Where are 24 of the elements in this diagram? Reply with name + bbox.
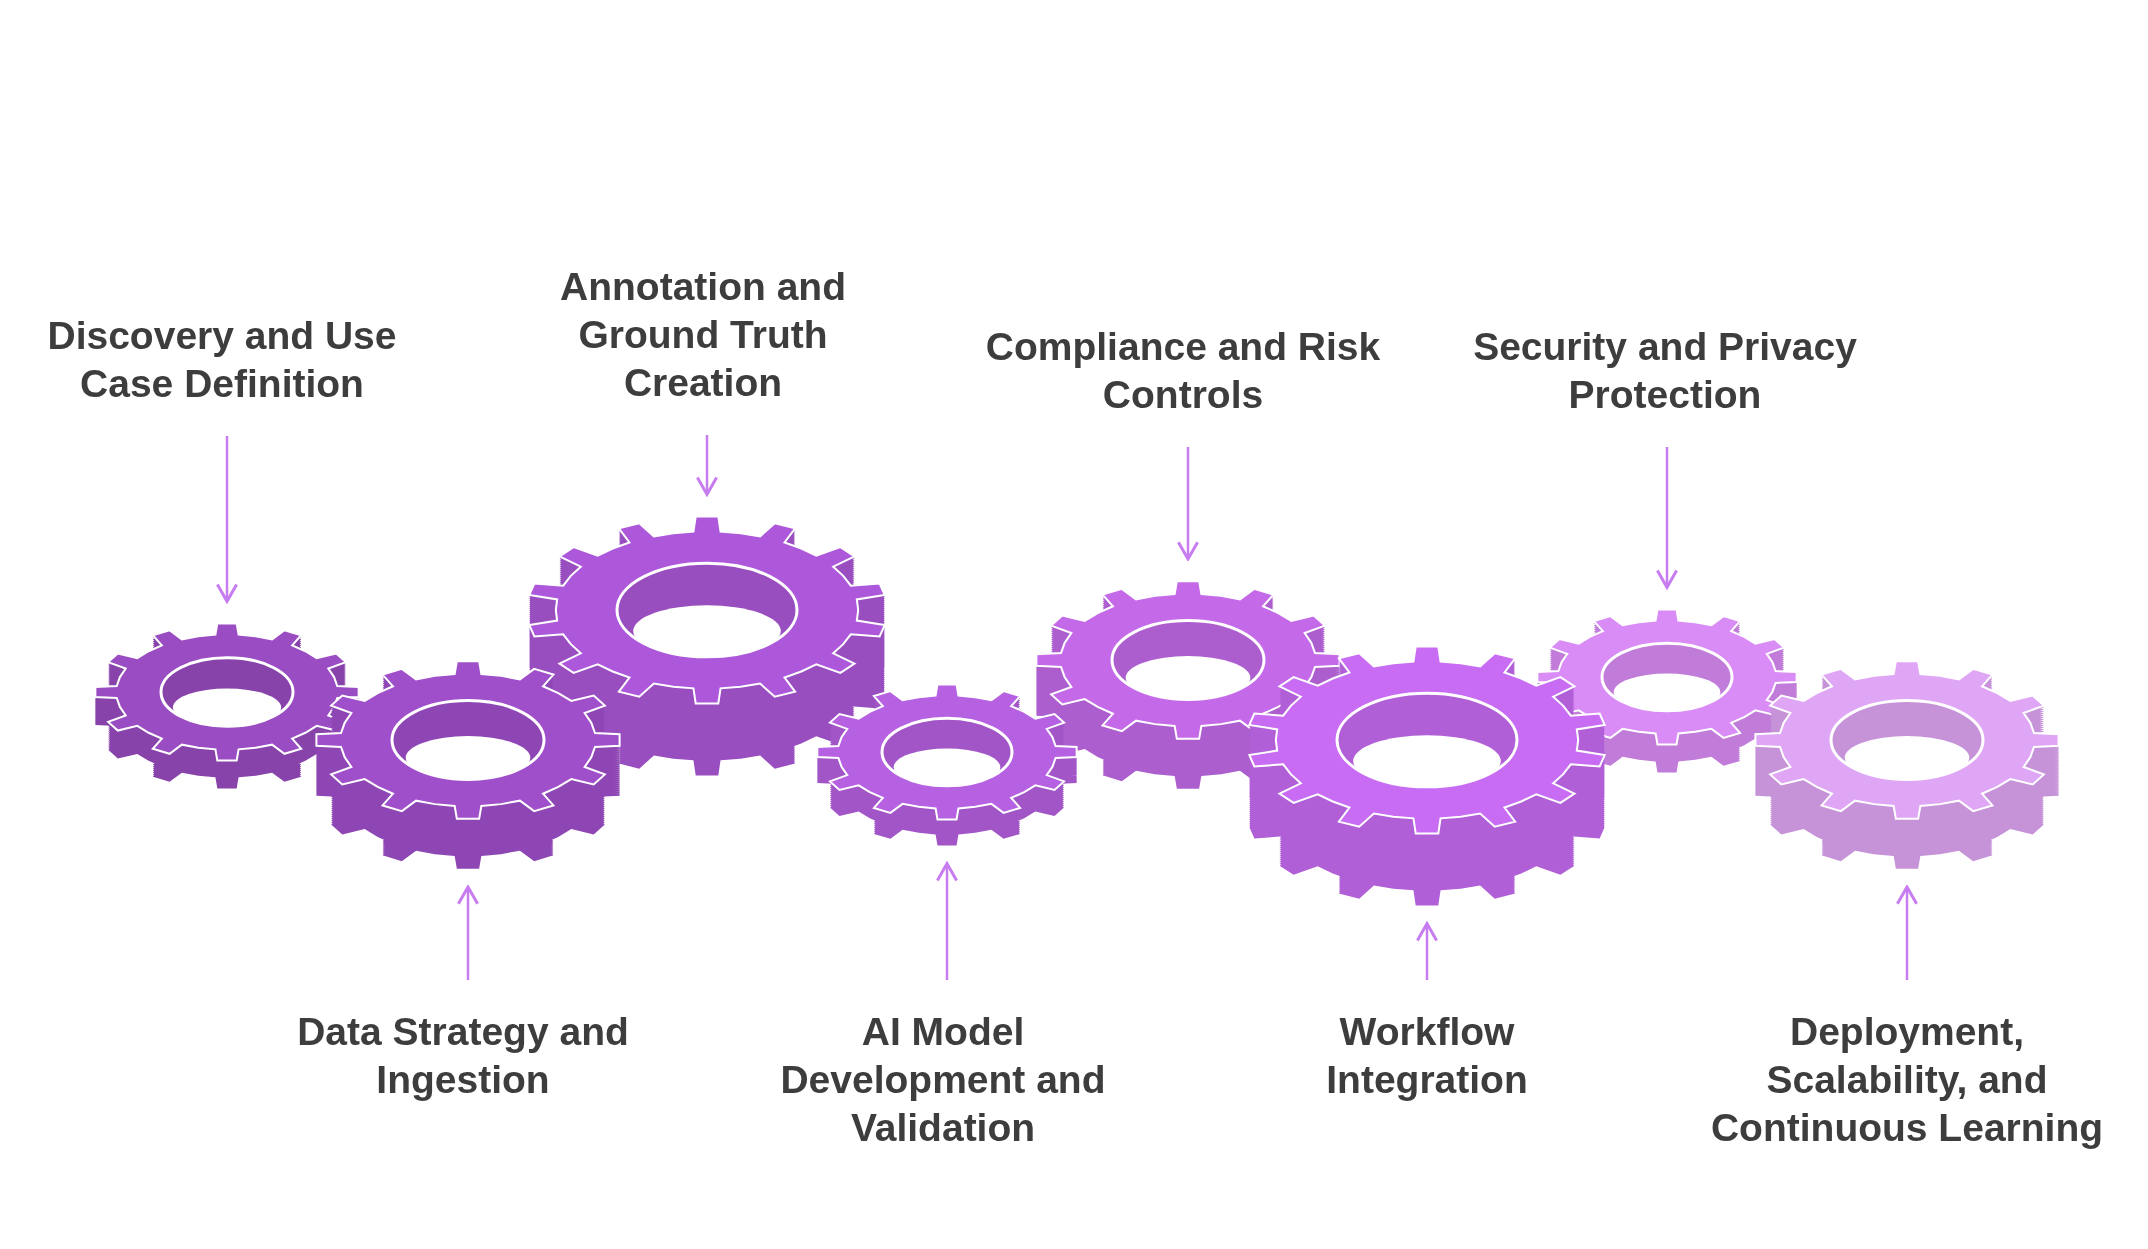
arrow bbox=[1176, 447, 1200, 561]
step-label: AI Model Development and Validation bbox=[773, 1008, 1113, 1152]
step-label: Workflow Integration bbox=[1312, 1008, 1542, 1104]
gear-drawing bbox=[315, 660, 621, 869]
arrow bbox=[456, 885, 480, 980]
arrow bbox=[935, 862, 959, 980]
step-label: Data Strategy and Ingestion bbox=[263, 1008, 663, 1104]
step-label: Compliance and Risk Controls bbox=[963, 323, 1403, 419]
arrow bbox=[695, 435, 719, 496]
gear-drawing bbox=[94, 622, 360, 789]
step-label: Deployment, Scalability, and Continuous Learning bbox=[1687, 1008, 2127, 1152]
arrow bbox=[215, 436, 239, 603]
arrow bbox=[1895, 885, 1919, 980]
step-label: Security and Privacy Protection bbox=[1445, 323, 1885, 419]
arrow bbox=[1655, 447, 1679, 589]
gear-drawing bbox=[1754, 660, 2060, 869]
gear-drawing bbox=[816, 683, 1078, 846]
gear-drawing bbox=[527, 515, 887, 776]
gear-drawing bbox=[1035, 580, 1341, 789]
arrow bbox=[1415, 922, 1439, 980]
step-label: Annotation and Ground Truth Creation bbox=[553, 263, 853, 407]
gear-drawing bbox=[1247, 645, 1607, 906]
gear-drawing bbox=[1536, 608, 1798, 773]
step-label: Discovery and Use Case Definition bbox=[22, 312, 422, 408]
